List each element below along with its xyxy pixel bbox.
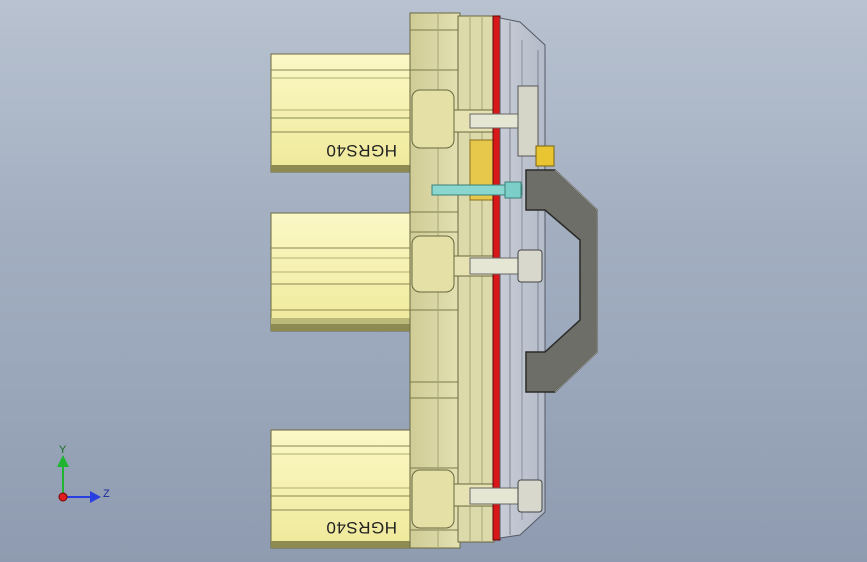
bolt-upper (469, 85, 539, 157)
linear-rail-upper[interactable] (270, 53, 412, 173)
y-axis-label: Y (59, 444, 67, 456)
z-axis-label: Z (103, 488, 110, 500)
triad-origin (58, 492, 68, 502)
linear-rail-middle[interactable] (270, 212, 412, 332)
rail-label-upper: HGRS40 (326, 141, 397, 160)
linear-rail-lower[interactable] (270, 429, 412, 549)
rail-label-lower: HGRS40 (326, 518, 397, 537)
handle[interactable] (525, 169, 598, 393)
y-axis-arrow (57, 455, 69, 467)
hex-nut-lower (469, 479, 543, 513)
bolt-cyan (431, 181, 523, 199)
hex-nut-middle (469, 249, 543, 283)
gasket-red[interactable] (492, 15, 501, 541)
mounting-plate-front[interactable] (457, 15, 495, 543)
coordinate-triad: Y Z (57, 444, 110, 503)
bracket-yellow (535, 145, 555, 167)
z-axis-arrow (90, 491, 101, 503)
